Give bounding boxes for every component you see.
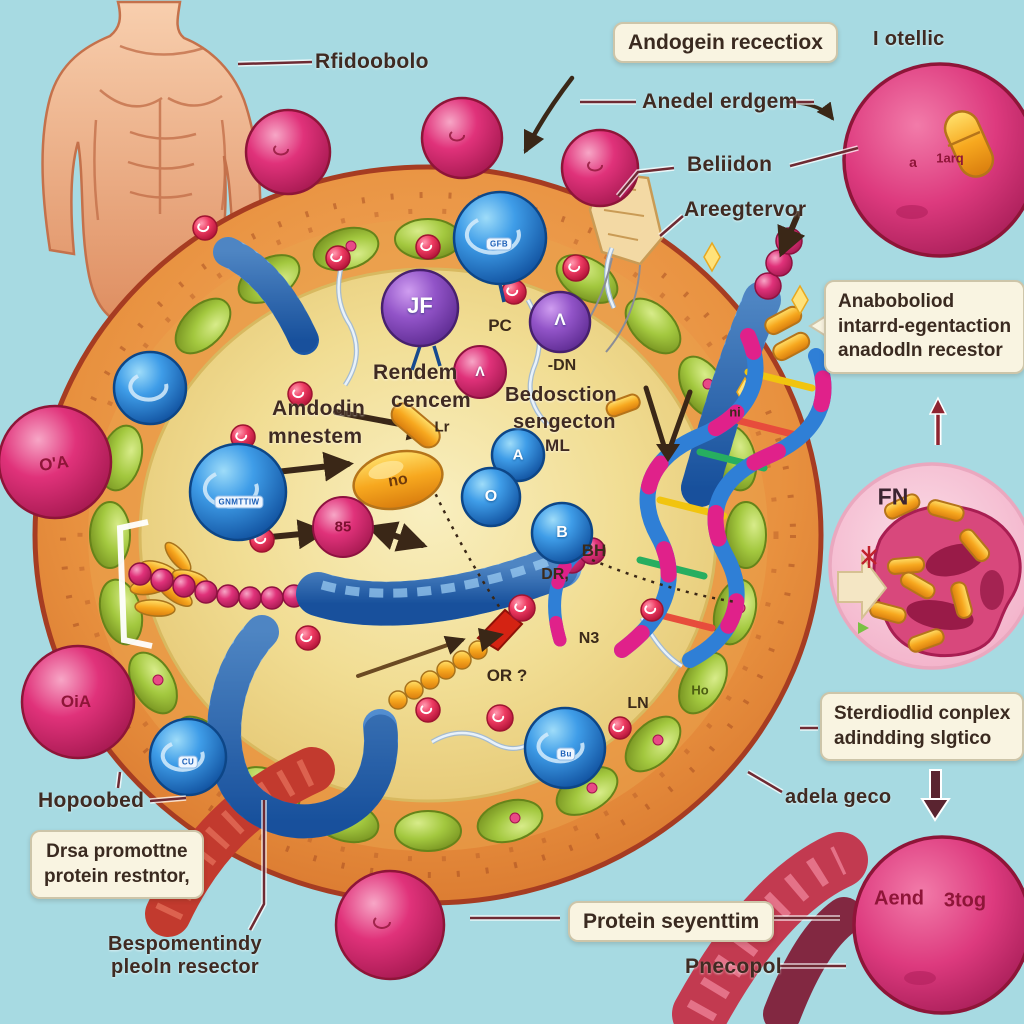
fn-inset [828, 462, 1024, 670]
hormone-text-no: no [386, 470, 410, 491]
bespomentindy-line2: pleoln resector [111, 956, 259, 978]
label-bedosstion-1: Bedosction [505, 384, 617, 406]
blue-tube-top-left [213, 237, 319, 355]
label-amdodin-1: Amdodin [272, 397, 366, 420]
label-ho: Ho [691, 682, 709, 698]
label-lr: Lr [434, 418, 450, 436]
label-box-drsa: Drsa promottne protein restntor, [30, 830, 204, 900]
label-box-protein-seyentam: Protein seyenttim [568, 901, 775, 943]
label-otellic: I otellic [873, 28, 945, 50]
label-pc: PC [488, 316, 512, 335]
label-beliidon: Beliidon [687, 153, 773, 176]
vesicle-text-oa-bottom: OiA [60, 692, 92, 711]
cell-text-stog: 3tog [943, 889, 987, 912]
sterdiodlid-line1: Sterdiodlid conplex [834, 703, 1011, 724]
blue-tube-top-right [681, 227, 811, 507]
dna-helix [548, 328, 832, 668]
label-ln: LN [627, 695, 649, 712]
orange-oval-hormone [352, 393, 641, 511]
membrane-callout-bracket [116, 519, 153, 649]
down-arrow [920, 769, 951, 822]
small-red-spheres [192, 215, 664, 740]
drsa-line1: Drsa promottne [46, 841, 188, 862]
purple-sphere-jf [380, 268, 460, 348]
pink-cell-bottom-right [852, 835, 1024, 1015]
label-box-sterdiodlid: Sterdiodlid conplex adindding slgtico [820, 692, 1024, 762]
cell-text-1arq: 1arq [936, 150, 964, 166]
anabobolid-line2: intarrd-egentaction [838, 315, 1012, 337]
purple-sphere-lambda [528, 290, 592, 354]
sphere-text-lambda-purple: Λ [554, 310, 566, 329]
label-rendem-2: cencem [391, 389, 472, 412]
label-box-androgen-receptor: Andogein recectiox [613, 22, 838, 64]
sphere-badge-bottom-mid: Bu [556, 747, 576, 761]
sphere-badge-left: GNMTTIW [214, 495, 264, 509]
cell-text-a: a [909, 154, 917, 170]
label-fn: FN [877, 483, 909, 510]
label-adela-geco: adela geco [785, 786, 892, 808]
cell-text-aend: Aend [874, 887, 924, 910]
label-areegtervor: Areegtervor [684, 198, 807, 221]
label-bedosstion-2: sengecton [513, 411, 616, 433]
v-arrowhead [656, 444, 680, 462]
label-pnecopol: Pnecopol [685, 955, 782, 978]
sphere-text-lambda-pink: Λ [475, 363, 485, 379]
anabobolid-line1: Anaboboliod [838, 291, 955, 312]
outer-pink-vesicles [0, 96, 640, 981]
label-bespomentindy: Bespomentindy pleoln resector [100, 933, 270, 979]
leader-lines [115, 59, 859, 969]
label-n3: N3 [578, 630, 600, 647]
label-rendem-1: Rendem [373, 361, 458, 384]
sphere-badge-bottom-left: CU [177, 755, 199, 769]
beaded-chain-arrow [388, 628, 504, 710]
sterdiodlid-line2: adindding slgtico [834, 727, 992, 749]
sphere-text-b: B [556, 524, 568, 541]
sphere-badge-top: GFB [485, 237, 513, 251]
label-bedosstion-3: ML [545, 436, 571, 455]
label-rfidoobolo: Rfidoobolo [315, 50, 429, 73]
label-anedel-erdgem: Anedel erdgem [642, 90, 798, 113]
blue-tube-u-bottom [207, 615, 398, 839]
label-dr: DR, [541, 566, 569, 583]
pink-cell-top-right [842, 62, 1024, 258]
dotted-lines [426, 477, 737, 609]
pink-sphere-lambda [453, 345, 507, 399]
vesicle-text-oa-top: O'A [37, 452, 70, 475]
label-dn: -DN [547, 357, 577, 374]
label-ni: ni [729, 404, 741, 420]
sphere-text-jf: JF [407, 293, 433, 318]
sphere-text-a: A [512, 446, 524, 464]
sphere-text-85: 85 [334, 518, 352, 536]
label-hopoobed: Hopoobed [38, 789, 145, 812]
bespomentindy-line1: Bespomentindy [108, 933, 262, 955]
vesicle-marks [273, 131, 603, 929]
anabobolid-line3: anadodln recestor [838, 340, 1003, 362]
label-amdodin-2: mnestem [268, 425, 363, 448]
sphere-text-o: O [484, 488, 498, 505]
up-arrow [928, 396, 948, 445]
pink-sphere-85 [312, 496, 374, 558]
drsa-line2: protein restntor, [44, 865, 190, 887]
label-or: OR ? [486, 666, 528, 685]
label-box-anabobolid: Anaboboliod intarrd-egentaction anadodln… [824, 280, 1024, 375]
label-bh: BH [581, 541, 607, 560]
